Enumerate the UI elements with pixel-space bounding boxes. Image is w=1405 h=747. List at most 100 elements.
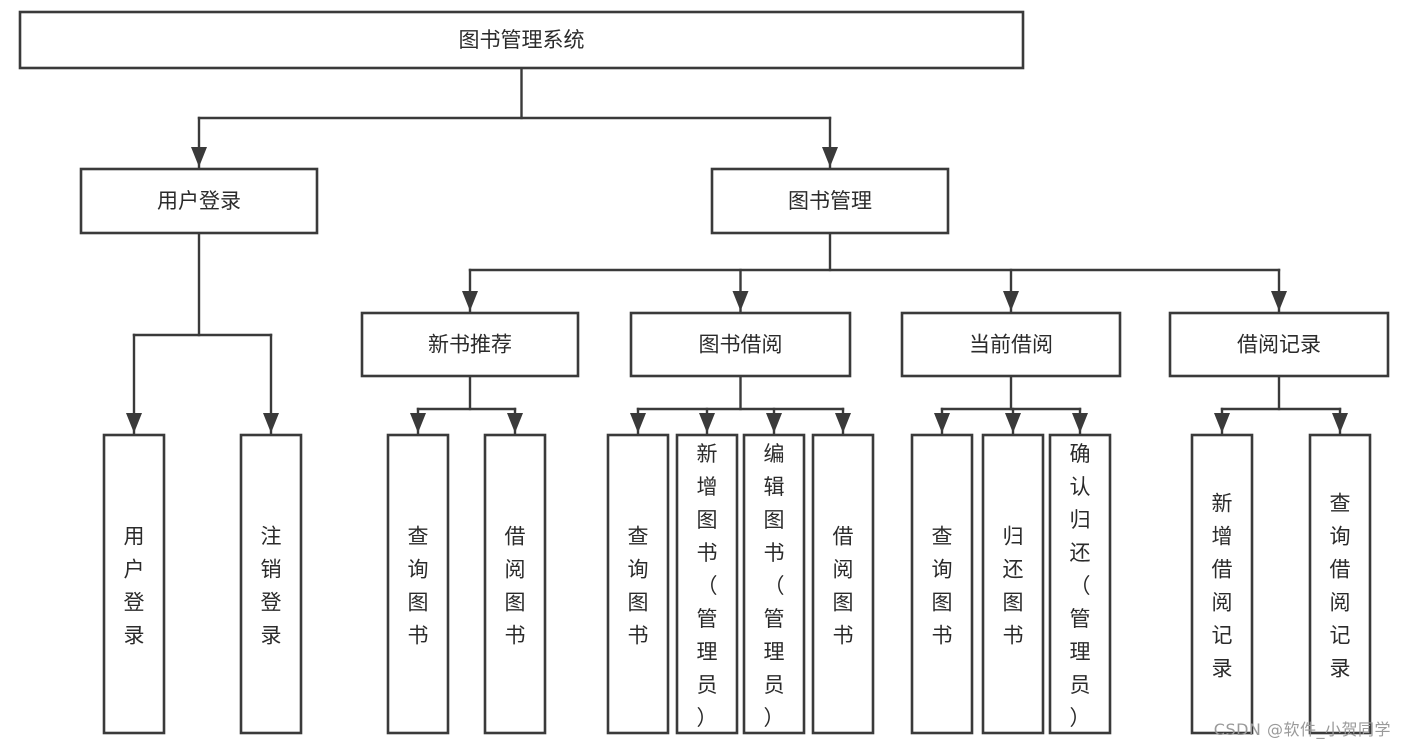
node-box-leaf-user-login[interactable]: [102, 433, 166, 735]
node-box-borrow-record[interactable]: [1168, 311, 1390, 378]
svg-text:理: 理: [1070, 640, 1091, 664]
svg-text:管: 管: [697, 607, 718, 631]
svg-text:（: （: [697, 574, 718, 598]
svg-text:借: 借: [833, 525, 854, 549]
svg-text:询: 询: [1330, 525, 1351, 549]
svg-text:录: 录: [1212, 657, 1233, 681]
node-box-leaf-return-book[interactable]: [981, 433, 1045, 735]
svg-text:询: 询: [628, 558, 649, 582]
node-box-leaf-add-book[interactable]: [675, 433, 739, 735]
svg-text:图: 图: [833, 591, 854, 615]
svg-text:询: 询: [932, 558, 953, 582]
svg-text:新: 新: [1212, 492, 1233, 516]
node-label-new-book-recommend: 新书推荐: [428, 333, 512, 357]
node-box-leaf-query-book-3[interactable]: [910, 433, 974, 735]
svg-text:阅: 阅: [1330, 591, 1351, 615]
node-box-leaf-add-record[interactable]: [1190, 433, 1254, 735]
node-label-borrow-record: 借阅记录: [1237, 333, 1321, 357]
svg-text:）: ）: [1070, 706, 1091, 730]
svg-text:（: （: [1070, 574, 1091, 598]
svg-text:）: ）: [764, 706, 785, 730]
svg-text:员: 员: [697, 673, 718, 697]
svg-text:增: 增: [697, 475, 718, 499]
svg-text:管: 管: [1070, 607, 1091, 631]
svg-text:还: 还: [1070, 541, 1091, 565]
svg-text:书: 书: [505, 624, 526, 648]
svg-text:书: 书: [932, 624, 953, 648]
svg-text:图: 图: [697, 508, 718, 532]
node-box-book-manage[interactable]: [710, 167, 950, 235]
node-box-leaf-query-book-1[interactable]: [386, 433, 450, 735]
svg-text:认: 认: [1070, 475, 1091, 499]
svg-text:阅: 阅: [505, 558, 526, 582]
connector-layer: [126, 66, 1348, 435]
svg-text:注: 注: [261, 525, 282, 549]
svg-text:书: 书: [408, 624, 429, 648]
node-box-leaf-user-logout[interactable]: [239, 433, 303, 735]
svg-text:员: 员: [764, 673, 785, 697]
node-box-user-login[interactable]: [79, 167, 319, 235]
svg-text:询: 询: [408, 558, 429, 582]
svg-text:阅: 阅: [833, 558, 854, 582]
node-label-user-login: 用户登录: [157, 189, 241, 213]
node-box-leaf-borrow-book-1[interactable]: [483, 433, 547, 735]
svg-text:）: ）: [697, 706, 718, 730]
svg-text:户: 户: [124, 558, 145, 582]
svg-text:还: 还: [1003, 558, 1024, 582]
node-box-root[interactable]: [18, 10, 1025, 70]
svg-text:录: 录: [261, 624, 282, 648]
svg-text:管: 管: [764, 607, 785, 631]
node-box-leaf-edit-book[interactable]: [742, 433, 806, 735]
svg-text:查: 查: [932, 525, 953, 549]
svg-text:图: 图: [408, 591, 429, 615]
node-box-new-book-recommend[interactable]: [360, 311, 580, 378]
svg-text:销: 销: [261, 558, 282, 582]
svg-text:阅: 阅: [1212, 591, 1233, 615]
node-label-root: 图书管理系统: [459, 28, 585, 52]
node-box-leaf-borrow-book-2[interactable]: [811, 433, 875, 735]
svg-text:记: 记: [1330, 624, 1351, 648]
node-label-book-borrow: 图书借阅: [699, 333, 783, 357]
node-label-leaf-user-login: 用户登录: [124, 525, 145, 648]
node-label-current-borrow: 当前借阅: [969, 333, 1053, 357]
svg-text:新: 新: [697, 442, 718, 466]
svg-text:登: 登: [124, 591, 145, 615]
svg-text:图: 图: [628, 591, 649, 615]
svg-text:查: 查: [408, 525, 429, 549]
svg-text:图: 图: [764, 508, 785, 532]
svg-text:图: 图: [505, 591, 526, 615]
svg-text:录: 录: [1330, 657, 1351, 681]
svg-text:归: 归: [1070, 508, 1091, 532]
node-box-book-borrow[interactable]: [629, 311, 852, 378]
node-box-leaf-query-book-2[interactable]: [606, 433, 670, 735]
svg-text:书: 书: [833, 624, 854, 648]
svg-text:归: 归: [1003, 525, 1024, 549]
node-layer: 图书管理系统用户登录图书管理新书推荐图书借阅当前借阅借阅记录用户登录注销登录查询…: [18, 10, 1390, 735]
svg-text:录: 录: [124, 624, 145, 648]
svg-text:记: 记: [1212, 624, 1233, 648]
svg-text:用: 用: [124, 525, 145, 549]
svg-text:确: 确: [1070, 442, 1091, 466]
svg-text:书: 书: [628, 624, 649, 648]
svg-text:增: 增: [1212, 525, 1233, 549]
svg-text:员: 员: [1070, 673, 1091, 697]
node-label-book-manage: 图书管理: [788, 189, 872, 213]
node-box-leaf-query-record[interactable]: [1308, 433, 1372, 735]
svg-text:查: 查: [628, 525, 649, 549]
node-box-leaf-confirm-return[interactable]: [1048, 433, 1112, 735]
node-box-current-borrow[interactable]: [900, 311, 1122, 378]
svg-text:借: 借: [505, 525, 526, 549]
svg-text:图: 图: [1003, 591, 1024, 615]
